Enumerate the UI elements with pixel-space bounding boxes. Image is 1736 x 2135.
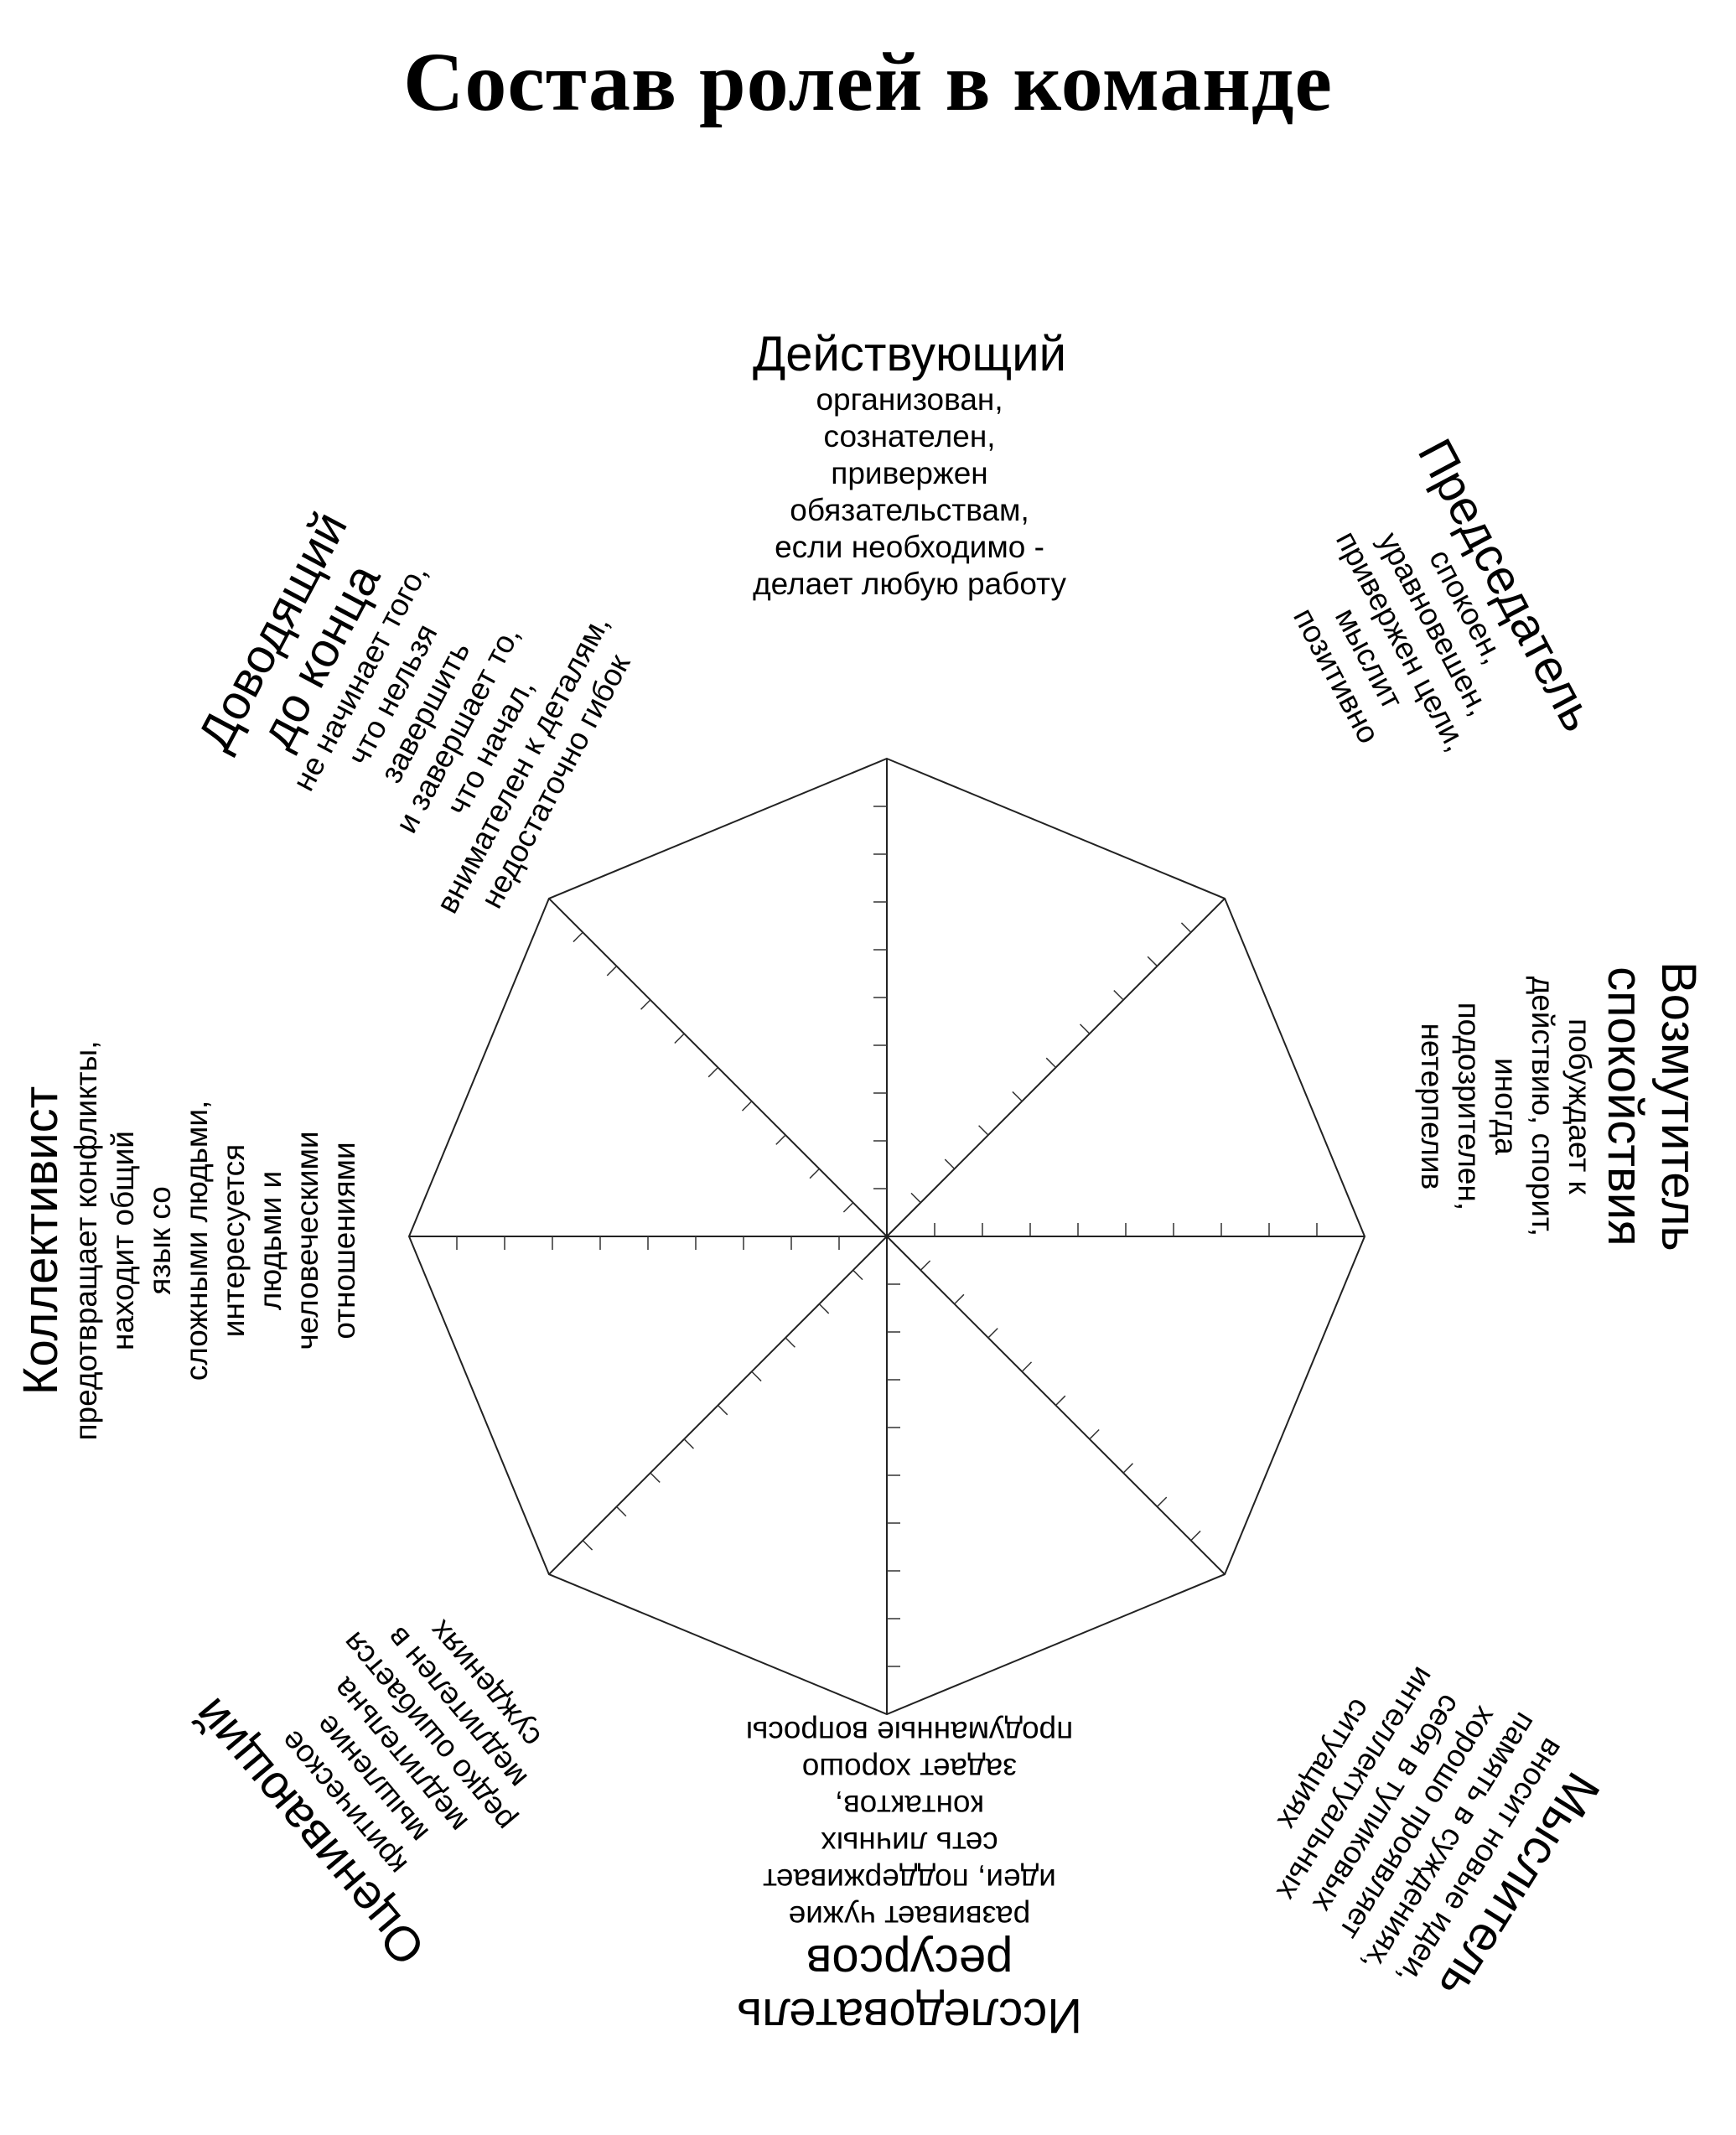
role-description-line: людьми и xyxy=(253,1170,288,1311)
role-description-line: интересуется xyxy=(216,1143,251,1338)
role-description-line: иногда xyxy=(1489,1058,1523,1155)
radar-tick xyxy=(1180,922,1192,933)
role-description-line: побуждает к xyxy=(1562,1018,1597,1194)
radar-tick xyxy=(1089,1428,1100,1440)
role-name-line: Возмутитель xyxy=(1651,961,1706,1251)
role-name-line: ресурсов xyxy=(806,1935,1013,1989)
radar-tick xyxy=(606,966,618,977)
radar-tick xyxy=(1055,1395,1066,1407)
role-description-line: нетерпелив xyxy=(1415,1023,1449,1190)
radar-tick xyxy=(842,1202,854,1213)
radar-tick xyxy=(944,1158,956,1169)
role-description-line: делает любую работу xyxy=(753,567,1066,601)
radar-tick xyxy=(920,1260,931,1271)
role-description-line: организован, xyxy=(816,382,1003,417)
role-description-line: отношениями xyxy=(327,1142,361,1340)
role-name: Коллективист xyxy=(13,1040,68,1440)
role-description-line: обязательствам, xyxy=(790,493,1029,527)
radar-tick xyxy=(741,1101,753,1112)
role-description-line: действию, спорит, xyxy=(1526,976,1560,1237)
role-name-line: Коллективист xyxy=(13,1086,68,1396)
radar-tick xyxy=(1190,1530,1201,1542)
role-name-line: Исследователь xyxy=(736,1988,1082,2043)
page-title: Состав ролей в команде xyxy=(403,35,1333,128)
radar-tick xyxy=(1079,1023,1091,1034)
radar-tick xyxy=(582,1540,593,1551)
radar-tick xyxy=(809,1168,820,1179)
role-description-line: привержен xyxy=(831,456,988,490)
role-description-line: язык со xyxy=(143,1186,177,1295)
role-description-line: сеть личных xyxy=(821,1826,998,1860)
role-description-line: предотвращает конфликты, xyxy=(69,1040,103,1441)
radar-tick xyxy=(1147,956,1158,967)
role-name: Действующий xyxy=(753,328,1066,381)
radar-tick xyxy=(987,1328,998,1339)
radar-tick xyxy=(910,1192,921,1204)
radar-tick xyxy=(775,1134,786,1145)
radar-tick xyxy=(573,931,583,943)
radar-tick xyxy=(751,1371,762,1382)
role-description-line: контактов, xyxy=(834,1789,985,1823)
role-description-line: находит общий xyxy=(106,1131,140,1350)
role-description-line: сознателен, xyxy=(823,419,996,453)
radar-tick xyxy=(616,1505,627,1517)
radar-tick xyxy=(707,1066,719,1078)
role-description-line: задает хорошо xyxy=(801,1752,1018,1786)
radar-axis-8 xyxy=(548,898,888,1237)
radar-tick xyxy=(1156,1496,1168,1507)
role-name-line: Действующий xyxy=(753,327,1067,381)
role-description-line: идеи, поддерживает xyxy=(763,1863,1056,1897)
radar-tick xyxy=(674,1033,685,1044)
radar-tick xyxy=(1122,1463,1133,1474)
radar-tick xyxy=(1021,1361,1033,1372)
role-description-line: если необходимо - xyxy=(775,530,1044,564)
radar-tick xyxy=(717,1404,728,1416)
radar-tick xyxy=(785,1337,795,1348)
radar-tick xyxy=(852,1269,863,1281)
radar-tick xyxy=(640,999,651,1010)
radar-tick xyxy=(954,1293,965,1305)
role-description-line: продуманные вопросы xyxy=(745,1715,1074,1749)
role-name-line: спокойствия xyxy=(1598,966,1652,1246)
radar-tick xyxy=(1045,1057,1057,1069)
radar-tick xyxy=(818,1303,830,1314)
radar-tick xyxy=(1113,990,1124,1001)
radar-tick xyxy=(978,1125,989,1136)
radar-tick xyxy=(650,1472,661,1483)
role-description-line: сложными людьми, xyxy=(179,1100,214,1381)
role-description-line: человеческими xyxy=(290,1131,324,1350)
role-description-line: развивает чужие xyxy=(788,1899,1031,1934)
radar-tick xyxy=(683,1438,695,1449)
radar-tick xyxy=(1012,1091,1023,1102)
role-description-line: подозрителен, xyxy=(1452,1002,1486,1211)
